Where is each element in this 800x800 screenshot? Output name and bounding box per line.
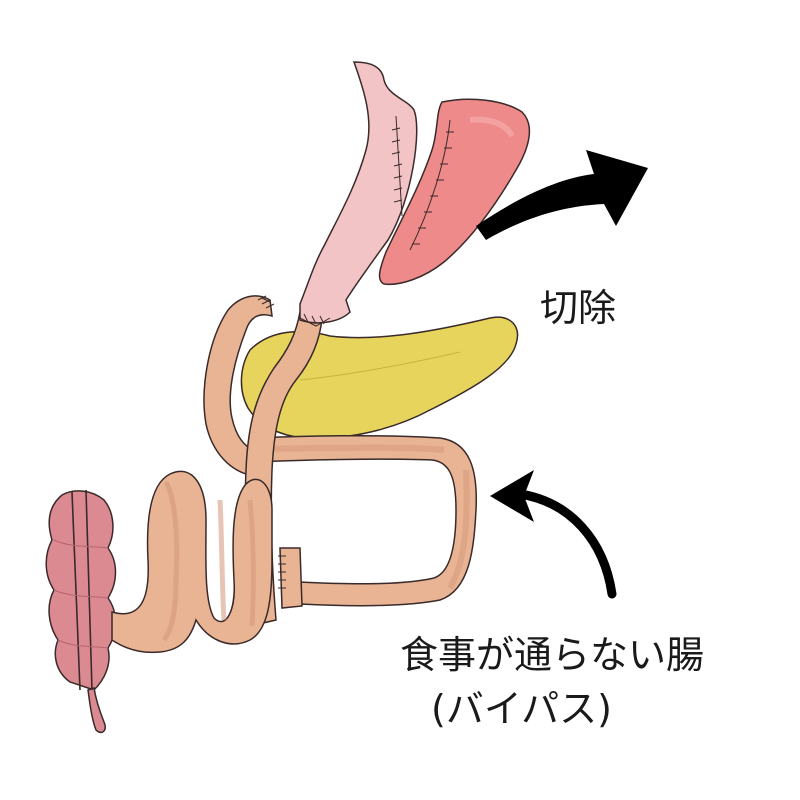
resection-label: 切除 — [540, 286, 617, 330]
small-intestine-coils — [111, 470, 273, 654]
bypass-arrowhead-icon — [490, 470, 534, 522]
resection-arrow-icon — [476, 150, 648, 240]
colon — [45, 489, 117, 734]
esophagus — [299, 61, 418, 327]
bypass-label-line1: 食事が通らない腸 — [400, 633, 705, 677]
removed-stomach — [378, 98, 531, 286]
bypass-arrow-icon — [515, 489, 617, 599]
duodenum — [203, 295, 275, 477]
bypass-label-line2: (バイパス) — [431, 687, 612, 731]
bypass-loop — [253, 434, 478, 607]
